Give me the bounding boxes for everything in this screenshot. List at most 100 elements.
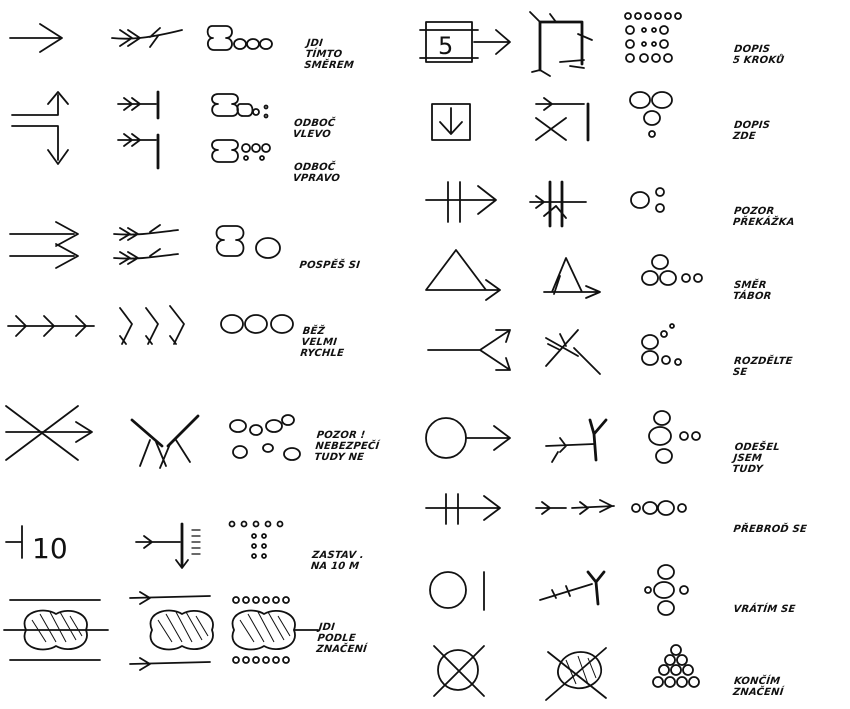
obstacle-twig: [530, 182, 586, 226]
split-stones: [642, 324, 681, 365]
label-cross-river: PŘEBROĎ SE: [732, 502, 810, 546]
sign-hurry: [10, 222, 280, 268]
label-line: VLEVO: [292, 129, 334, 140]
sign-run-fast: [8, 306, 293, 344]
label-line: ZDE: [732, 131, 769, 142]
distance-number: 10: [32, 532, 68, 565]
double-twig: [114, 225, 178, 264]
label-line: ODEŠEL: [734, 442, 780, 453]
label-line: DOPIS: [733, 44, 785, 55]
circle-arrow: [426, 418, 510, 458]
sign-went-this-way: [426, 411, 700, 463]
scattered-stones: [230, 415, 300, 460]
triple-arrow: [8, 316, 94, 336]
label-line: SE: [732, 367, 792, 378]
two-stones: [217, 226, 281, 258]
end-stone-pyramid: [653, 645, 699, 687]
sign-obstacle: [426, 182, 664, 226]
label-line: JDI: [306, 38, 357, 49]
label-line: ODBOČ: [293, 162, 341, 173]
river-stones: [632, 501, 686, 515]
twig-square: [530, 12, 592, 76]
turn-left-twig: [118, 92, 158, 118]
obstacle-arrow: [426, 182, 496, 222]
bush-twigs: [130, 592, 213, 670]
obstacle-stones: [631, 188, 664, 212]
label-line: BĚŽ: [302, 326, 347, 337]
label-line: ODBOČ: [293, 118, 335, 129]
label-line: JDI: [318, 622, 370, 633]
stone-grid: [625, 13, 681, 62]
label-line: TÁBOR: [732, 291, 772, 302]
label-line: NEBEZPEČÍ: [315, 441, 380, 452]
label-line: DOPIS: [733, 120, 770, 131]
three-stones: [221, 315, 293, 333]
bush-symbol: [4, 600, 108, 660]
turn-right-stones: [212, 140, 270, 162]
crossed-twigs: [132, 416, 198, 468]
end-circle: [434, 646, 484, 696]
triple-twig: [120, 306, 184, 344]
label-line: ZNAČENÍ: [316, 644, 368, 655]
end-twigs: [546, 648, 606, 700]
sign-cross-river: [426, 494, 686, 524]
label-line: 5 KROKŮ: [732, 55, 784, 66]
sign-split: [428, 324, 681, 374]
turn-right-arrow: [12, 126, 68, 164]
turn-left-stones: [212, 94, 268, 118]
label-hurry: POSPĚŠ SI: [298, 238, 363, 282]
turn-left-arrow: [12, 92, 68, 115]
label-line: JSEM: [733, 453, 779, 464]
label-stop: ZASTAV .NA 10 M: [309, 528, 367, 583]
sign-letter-5-steps: 5: [420, 12, 681, 76]
box-5-arrow: 5: [420, 22, 510, 62]
label-line: PŘEKÁŽKA: [732, 217, 795, 228]
label-line: SMĚREM: [304, 60, 355, 71]
river-twigs: [536, 500, 614, 514]
label-line: PODLE: [317, 633, 369, 644]
label-line: SMĚR: [733, 280, 773, 291]
twig-symbol: [112, 28, 182, 47]
return-twig: [540, 572, 604, 604]
label-return: VRÁTÍM SE: [732, 582, 799, 626]
stones-symbol: [208, 26, 272, 50]
stop-stones: [230, 522, 283, 559]
went-stones: [649, 411, 700, 463]
label-line: TÍMTO: [305, 49, 356, 60]
sign-return: [430, 565, 688, 615]
label-line: RYCHLE: [300, 348, 345, 359]
sign-camp: [426, 250, 702, 300]
river-arrow: [426, 494, 500, 524]
label-line: ZNAČENÍ: [732, 687, 784, 698]
steps-number: 5: [438, 32, 453, 60]
label-line: POSPĚŠ SI: [299, 260, 361, 271]
label-line: NA 10 M: [310, 561, 363, 572]
label-line: KONČÍM: [733, 676, 785, 687]
return-stones: [645, 565, 688, 615]
label-line: VRÁTÍM SE: [733, 604, 796, 615]
stop-symbol: 10: [6, 526, 68, 565]
label-line: ZASTAV .: [311, 550, 364, 561]
sign-turn-left: [12, 92, 268, 118]
sign-follow-direction: [10, 24, 272, 52]
stones-pointer: [630, 92, 672, 137]
circle-bar: [430, 572, 484, 610]
sign-turn-right: [12, 126, 270, 168]
bush-stones: [232, 597, 318, 663]
camp-twig: [544, 258, 600, 298]
sign-follow-marks: [4, 592, 318, 670]
stop-twig: [136, 524, 200, 568]
sign-letter-here: [432, 92, 672, 140]
